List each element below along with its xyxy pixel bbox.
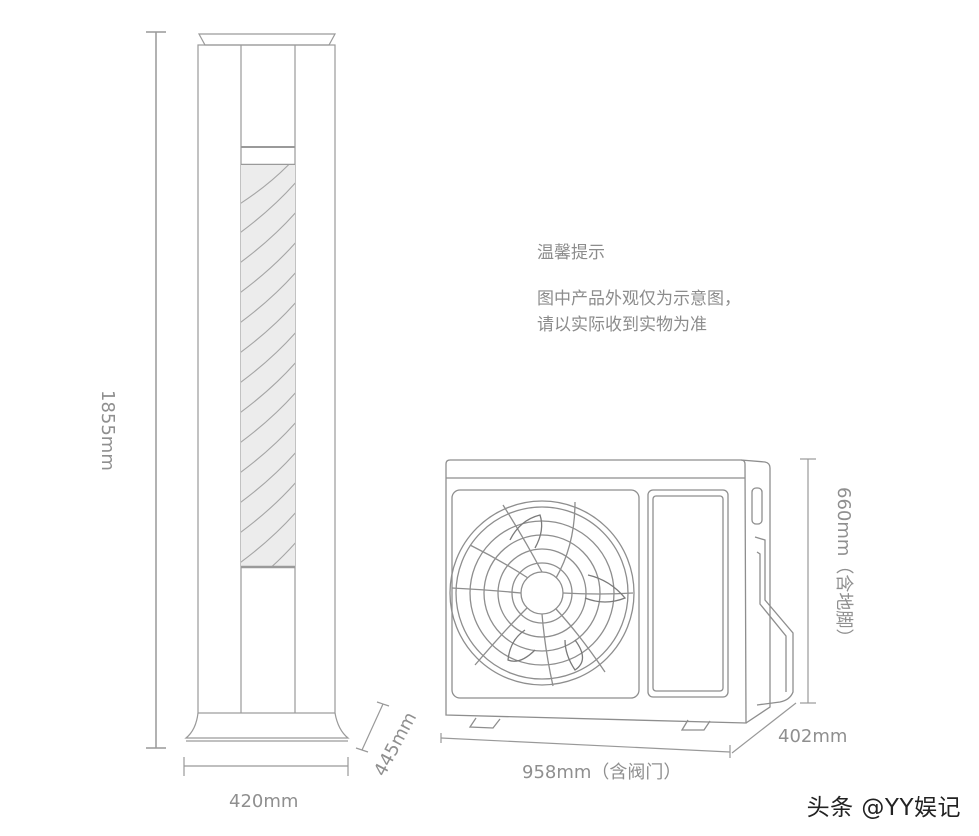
indoor-depth-dimension-line: [355, 701, 390, 753]
indoor-height-dimension-line: [146, 31, 166, 749]
outdoor-height-label: 660mm（含地脚）: [833, 487, 854, 647]
notice-title: 温馨提示: [537, 243, 605, 263]
notice-line-2: 请以实际收到实物为准: [537, 315, 707, 335]
outdoor-unit-drawing: [445, 459, 794, 731]
outdoor-width-label: 958mm（含阀门）: [522, 762, 682, 783]
indoor-width-dimension-line: [183, 757, 349, 776]
outdoor-width-dimension-line: [440, 733, 731, 758]
indoor-unit-drawing: [184, 33, 350, 742]
fan-guard: [449, 500, 635, 687]
indoor-height-label: 1855mm: [97, 390, 118, 471]
indoor-width-label: 420mm: [229, 791, 299, 812]
outdoor-depth-dimension-line: [731, 702, 797, 754]
watermark: 头条 @YY娱记: [806, 795, 961, 821]
notice-line-1: 图中产品外观仅为示意图，: [537, 289, 741, 309]
notice-body: 图中产品外观仅为示意图， 请以实际收到实物为准: [537, 286, 741, 338]
outdoor-height-dimension-line: [800, 458, 816, 704]
outdoor-depth-label: 402mm: [778, 726, 848, 747]
